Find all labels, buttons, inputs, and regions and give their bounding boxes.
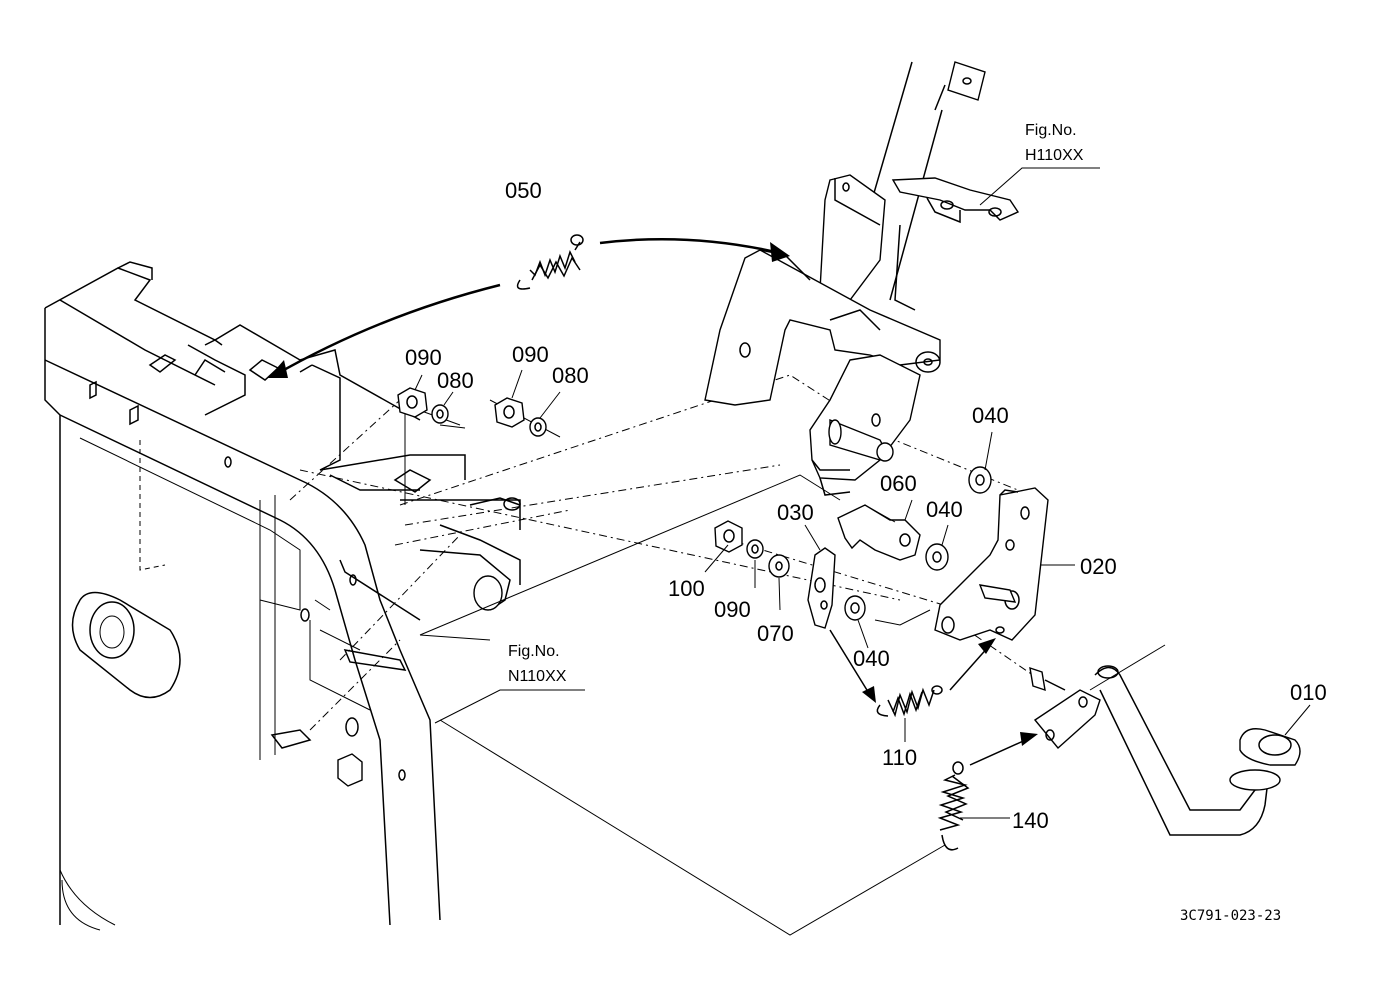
callout-080-a: 080 [437, 368, 474, 393]
centerlines [289, 374, 1041, 936]
spring-050 [516, 234, 584, 290]
lever-060 [837, 504, 921, 561]
callout-080-c: 090 [714, 597, 751, 622]
callout-030: 030 [777, 500, 814, 525]
callout-010: 010 [1290, 680, 1327, 705]
callout-080-b: 080 [552, 363, 589, 388]
pedal-pad-010 [1229, 728, 1301, 791]
spring-110 [937, 761, 970, 851]
chassis-frame [44, 261, 521, 931]
fastener-group-3 [714, 520, 790, 578]
callout-040-b: 040 [926, 497, 963, 522]
fig-n-number: N110XX [508, 668, 567, 685]
washers-040 [844, 466, 992, 621]
fig-h-number: H110XX [1025, 147, 1084, 164]
callout-090-a: 090 [405, 345, 442, 370]
fig-h-part [891, 167, 1100, 224]
drawing-reference-code: 3C791-023-23 [1180, 908, 1281, 924]
pedal-arm-140 [1029, 665, 1269, 836]
spring-100 [876, 685, 943, 718]
callout-090-c: 100 [668, 576, 705, 601]
figure-references: Fig.No. H110XX Fig.No. N110XX [508, 122, 1084, 685]
callout-020: 020 [1080, 554, 1117, 579]
callout-090-b: 090 [512, 342, 549, 367]
fastener-group-2 [494, 397, 547, 437]
fastener-group-1 [397, 387, 466, 429]
leader-lines [414, 369, 1311, 819]
lever-030 [807, 547, 836, 629]
callout-100: 110 [882, 745, 917, 770]
callout-040-a: 040 [972, 403, 1009, 428]
callout-060: 060 [880, 471, 917, 496]
upper-bracket-assembly [704, 61, 986, 496]
callout-040-c: 040 [853, 646, 890, 671]
plate-020 [934, 487, 1049, 641]
callout-110: 140 [1012, 808, 1049, 833]
fig-n-label: Fig.No. [508, 643, 560, 660]
assembly-arrows [268, 237, 1038, 766]
callout-050: 050 [505, 178, 542, 203]
part-callouts: 050 090 080 090 080 040 060 040 030 020 … [405, 178, 1327, 833]
callout-070: 070 [757, 621, 794, 646]
fig-h-label: Fig.No. [1025, 122, 1077, 139]
